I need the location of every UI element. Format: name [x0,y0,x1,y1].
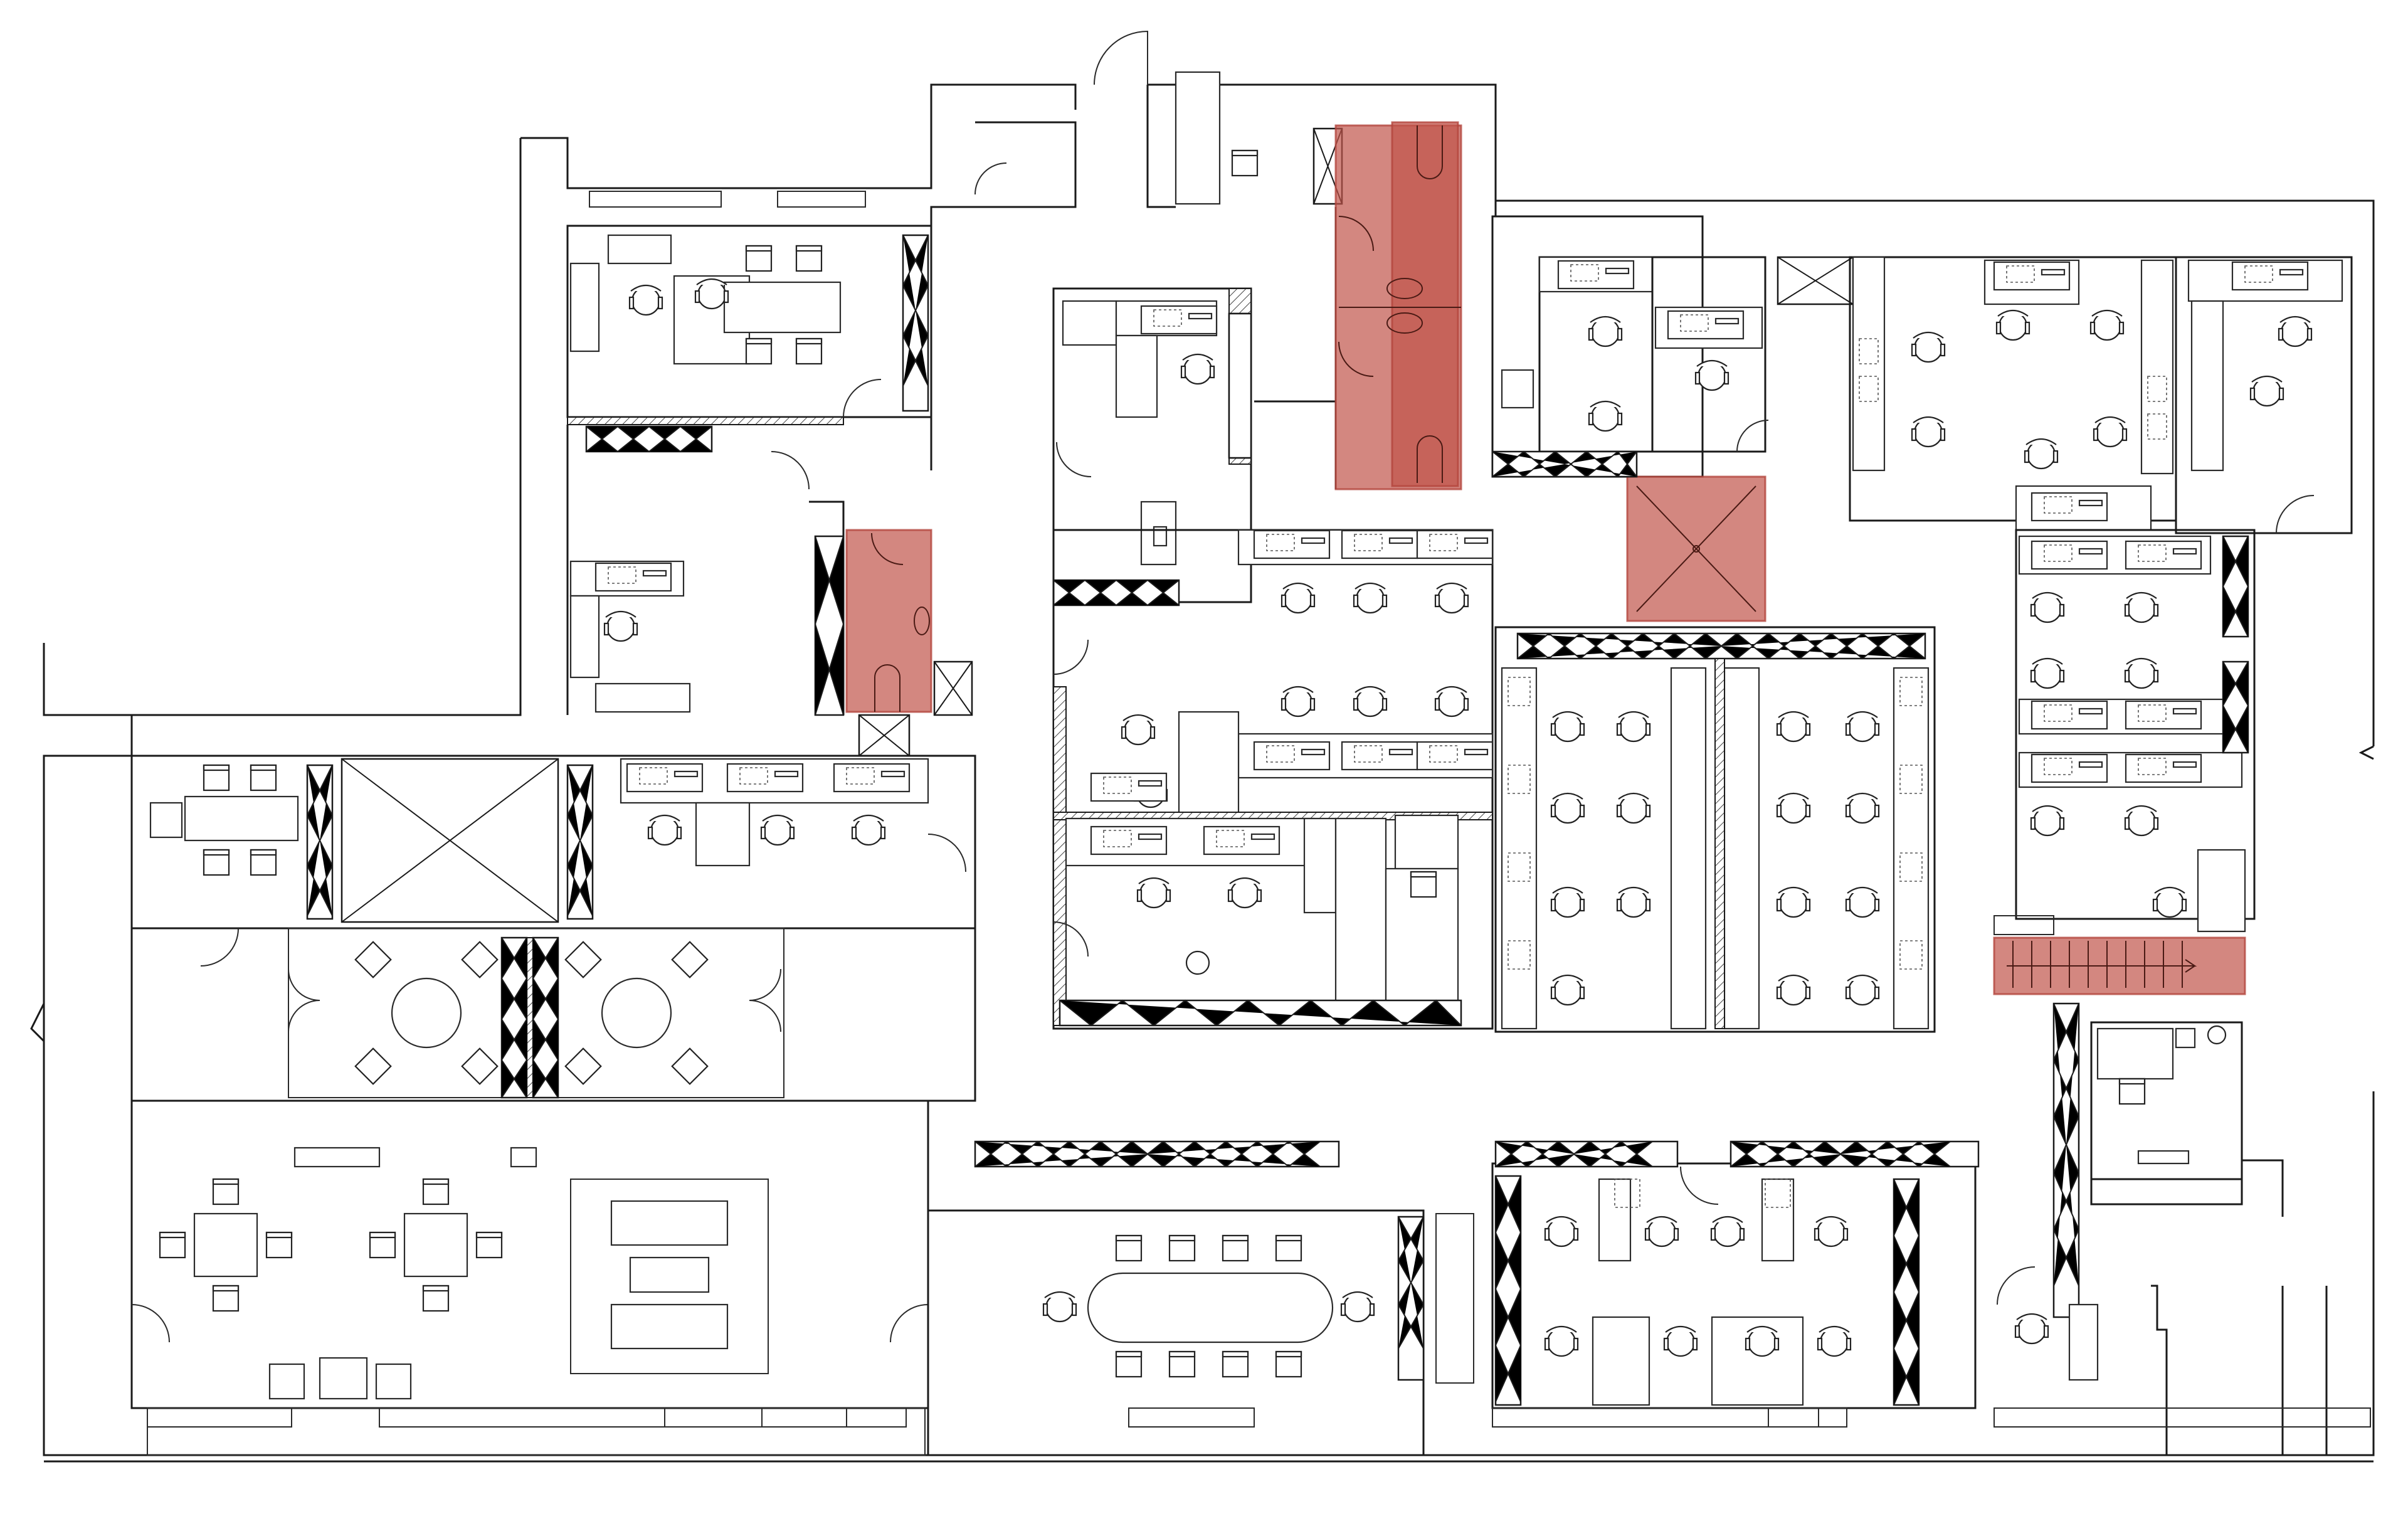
office-south-east [1997,1002,2328,1455]
office-north-east [1491,256,2353,534]
bench-workstations [1494,626,1936,1033]
lounge-room [130,927,976,1102]
open-office-east [2015,529,2256,933]
open-office-central [1052,312,1494,1030]
west-meeting-strip [130,755,976,930]
stair-east [1993,915,2246,995]
highlight-restroom-west [845,529,932,713]
conference-room [927,1140,1425,1456]
restroom-core-north [1254,121,1462,490]
office-central-north [1052,71,1343,607]
offices-south [1435,1140,1980,1409]
windows-south [147,1407,2371,1428]
building-shell [30,30,2375,1463]
office-west-mid [566,425,845,715]
cafe-area [130,1099,929,1456]
office-north-west [566,191,932,453]
restroom-west [814,529,973,757]
